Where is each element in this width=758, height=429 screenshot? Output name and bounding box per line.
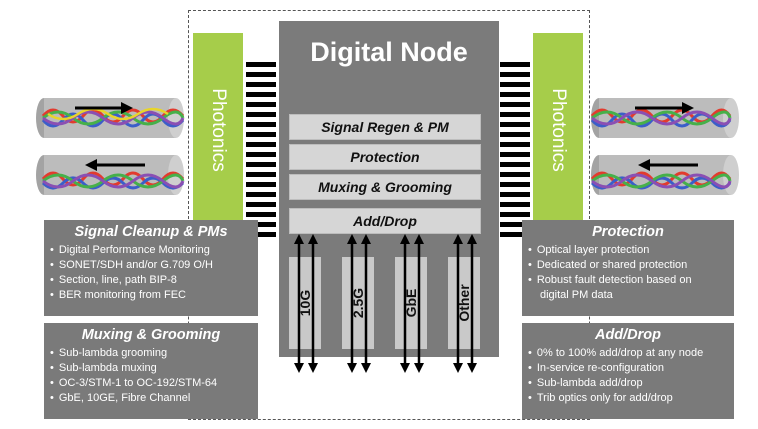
node-boundary [188, 10, 590, 420]
photonics-left-label: Photonics [208, 88, 229, 172]
panel-signal-cleanup-title: Signal Cleanup & PMs [74, 224, 228, 240]
tributary-other: Other [448, 257, 480, 349]
photonics-left: Photonics [193, 33, 243, 227]
panel-muxing-grooming: Muxing & Grooming Sub-lambda grooming Su… [44, 323, 258, 419]
fiber-right-bottom [590, 155, 739, 195]
list-item: In-service re-configuration [528, 361, 728, 376]
list-item: Trib optics only for add/drop [528, 391, 728, 406]
photonics-right-label: Photonics [548, 88, 569, 172]
tributary-10g: 10G [289, 257, 321, 349]
fiber-left-bottom [36, 155, 185, 195]
panel-signal-cleanup: Signal Cleanup & PMs Digital Performance… [44, 220, 258, 316]
list-item: BER monitoring from FEC [50, 288, 252, 303]
panel-protection-title: Protection [592, 224, 664, 240]
tributary-2-5g: 2.5G [342, 257, 374, 349]
tributary-arrows [294, 234, 477, 373]
list-item: Sub-lambda add/drop [528, 376, 728, 391]
list-item: Sub-lambda grooming [50, 346, 252, 361]
function-protection: Protection [289, 144, 481, 170]
fiber-left-top [36, 98, 185, 138]
panel-protection: Protection Optical layer protection Dedi… [522, 220, 734, 316]
photonics-right: Photonics [533, 33, 583, 227]
list-item: Digital Performance Monitoring [50, 243, 252, 258]
fiber-right-top [590, 98, 739, 138]
interconnect-right [500, 62, 530, 240]
interconnect-left [246, 62, 276, 240]
list-item: Sub-lambda muxing [50, 361, 252, 376]
panel-add-drop-title: Add/Drop [594, 327, 662, 343]
list-item: digital PM data [540, 289, 613, 301]
list-item: OC-3/STM-1 to OC-192/STM-64 [50, 376, 252, 391]
list-item: GbE, 10GE, Fibre Channel [50, 391, 252, 406]
function-add-drop: Add/Drop [289, 208, 481, 234]
list-item: Dedicated or shared protection [528, 258, 728, 273]
function-muxing: Muxing & Grooming [289, 174, 481, 200]
list-item: SONET/SDH and/or G.709 O/H [50, 258, 252, 273]
panel-muxing-grooming-title: Muxing & Grooming [81, 327, 221, 343]
node-title: Digital Node [310, 37, 468, 67]
digital-node: Digital Node Signal Regen & PM Protectio… [279, 21, 499, 357]
list-item: Section, line, path BIP-8 [50, 273, 252, 288]
function-signal-regen: Signal Regen & PM [289, 114, 481, 140]
list-item: 0% to 100% add/drop at any node [528, 346, 728, 361]
panel-add-drop: Add/Drop 0% to 100% add/drop at any node… [522, 323, 734, 419]
list-item: Optical layer protection [528, 243, 728, 258]
tributary-gbe: GbE [395, 257, 427, 349]
list-item: Robust fault detection based on [528, 273, 728, 288]
